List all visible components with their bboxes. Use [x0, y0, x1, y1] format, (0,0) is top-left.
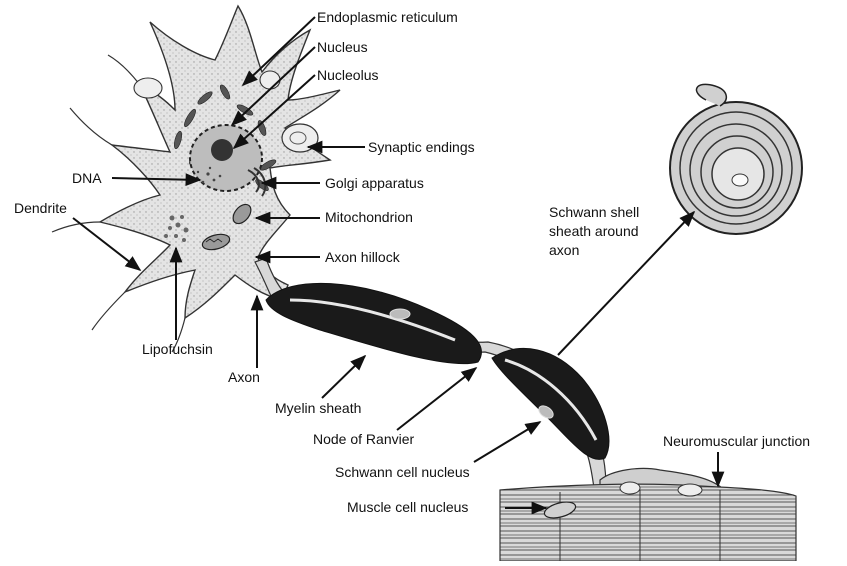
label-axon: Axon: [228, 369, 260, 385]
label-schwann-cell-nucleus: Schwann cell nucleus: [335, 464, 470, 480]
label-schwann-sheath-3: axon: [549, 242, 579, 258]
label-nucleolus: Nucleolus: [317, 67, 378, 83]
arrow-myelin-sheath: [322, 356, 365, 398]
labels: Endoplasmic reticulum Nucleus Nucleolus …: [14, 9, 810, 515]
label-lipofuchsin: Lipofuchsin: [142, 341, 213, 357]
label-node-of-ranvier: Node of Ranvier: [313, 431, 415, 447]
label-golgi-apparatus: Golgi apparatus: [325, 175, 424, 191]
label-dna: DNA: [72, 170, 102, 186]
arrow-schwann-nucleus: [474, 422, 540, 462]
label-nucleus: Nucleus: [317, 39, 368, 55]
label-endoplasmic-reticulum: Endoplasmic reticulum: [317, 9, 458, 25]
label-mitochondrion: Mitochondrion: [325, 209, 413, 225]
label-muscle-cell-nucleus: Muscle cell nucleus: [347, 499, 468, 515]
nucleolus-shape: [211, 139, 233, 161]
label-axon-hillock: Axon hillock: [325, 249, 401, 265]
myelin-segment-1: [266, 283, 481, 363]
label-neuromuscular-junction: Neuromuscular junction: [663, 433, 810, 449]
label-schwann-sheath-2: sheath around: [549, 223, 639, 239]
schwann-cross-section: [670, 84, 802, 234]
label-schwann-sheath-1: Schwann shell: [549, 204, 639, 220]
arrow-node-of-ranvier: [397, 368, 476, 430]
label-synaptic-endings: Synaptic endings: [368, 139, 475, 155]
myelin-segment-2: [492, 348, 609, 459]
label-dendrite: Dendrite: [14, 200, 67, 216]
label-myelin-sheath: Myelin sheath: [275, 400, 361, 416]
